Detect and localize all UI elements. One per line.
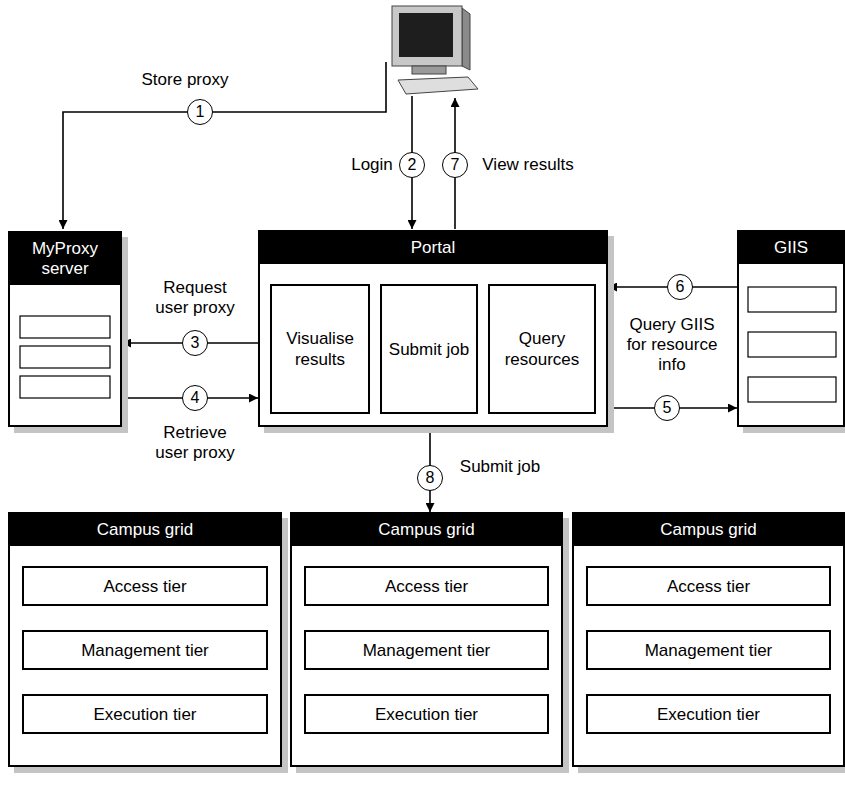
box-label: Execution tier [369,700,484,729]
box-label: Management tier [357,636,497,665]
monitor-body [392,6,462,66]
box-heading: Campus grid [10,514,280,546]
callout-number: 1 [187,99,213,125]
text-group: Management tier [357,636,497,665]
edge-label: Submit job [450,457,550,477]
edge-label: Retrieve user proxy [149,423,241,463]
step-label: Store proxy [142,70,229,90]
box-heading: GIIS [739,232,843,264]
monitor-side [462,8,470,70]
portal-function-box: Visualise results [270,284,370,414]
tier-box: Access tier [586,566,831,606]
tier-box: Management tier [586,630,831,670]
user-lines [63,62,455,229]
text-group: Management tier [639,636,779,665]
step-label: View results [482,155,573,175]
box-label: Access tier [379,572,474,601]
callout-number: 8 [417,465,443,491]
box-label: Execution tier [651,700,766,729]
text-group: Access tier [661,572,756,601]
box-heading: Campus grid [574,514,843,546]
store-proxy-line [63,62,386,229]
text-group: Management tier [75,636,215,665]
box-heading: MyProxy server [10,233,120,285]
tier-box: Management tier [304,630,549,670]
keyboard [398,77,478,94]
callout-number: 3 [182,330,208,356]
campus-grid-box: Campus gridAccess tierManagement tierExe… [290,512,563,767]
box-label: Query resources [490,324,594,374]
box-label: Access tier [661,572,756,601]
text-group: Execution tier [651,700,766,729]
box-label: Access tier [97,572,192,601]
tier-box: Execution tier [304,694,549,734]
box-label: Submit job [383,335,475,364]
computer-icon [392,6,478,94]
box-label: Visualise results [272,324,368,374]
text-group: Access tier [379,572,474,601]
callout-number: 5 [654,395,680,421]
monitor-screen [399,13,453,57]
tier-box: Execution tier [22,694,268,734]
portal-box: PortalVisualise results Submit job Query r… [258,230,608,427]
box-heading: Portal [260,232,606,264]
portal-function-box: Submit job [380,284,478,414]
campus-grid-box: Campus gridAccess tierManagement tierExe… [8,512,282,767]
campus-grid-box: Campus gridAccess tierManagement tierExe… [572,512,845,767]
tier-box: Access tier [22,566,268,606]
callout-number: 6 [667,274,693,300]
text-group: Submit job [383,335,475,364]
edge-label: Query GIIS for resource info [622,315,722,375]
step-label: Login [351,155,393,175]
text-group: Query resources [490,324,594,374]
callout-number: 2 [399,152,425,178]
tier-box: Execution tier [586,694,831,734]
box-heading: Campus grid [292,514,561,546]
box-label: Management tier [75,636,215,665]
text-group: Execution tier [369,700,484,729]
server-box: MyProxy server [8,231,122,427]
box-label: Management tier [639,636,779,665]
server-box: GIIS [737,230,845,427]
text-group: Execution tier [88,700,203,729]
box-label: Execution tier [88,700,203,729]
callout-number: 7 [442,152,468,178]
text-group: Visualise results [272,324,368,374]
text-group: Access tier [97,572,192,601]
callout-number: 4 [182,385,208,411]
portal-function-box: Query resources [488,284,596,414]
edge-label: Request user proxy [149,278,241,318]
monitor-stand [412,66,446,74]
tier-box: Management tier [22,630,268,670]
tier-box: Access tier [304,566,549,606]
